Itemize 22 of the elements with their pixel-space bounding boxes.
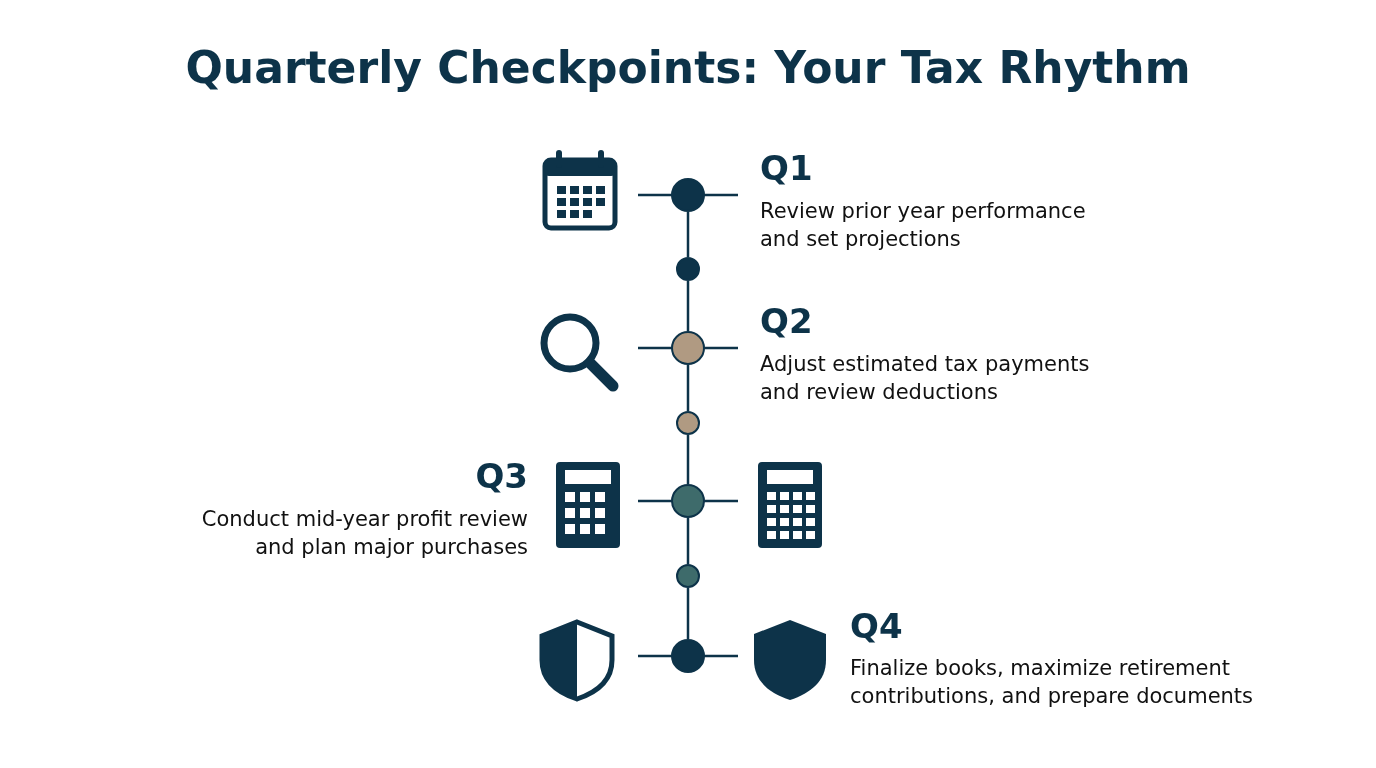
timeline-dot [676, 257, 700, 281]
timeline-line [686, 365, 690, 411]
quarter-heading: Q2 [760, 301, 814, 341]
timeline-dot [671, 331, 705, 365]
timeline-dot [671, 639, 705, 673]
quarter-description: Conduct mid-year profit review and plan major purchases [200, 506, 528, 561]
quarter-heading: Q1 [760, 148, 814, 188]
timeline-dot [671, 484, 705, 518]
quarter-heading: Q4 [850, 606, 904, 646]
quarter-description: Adjust estimated tax payments and review deductions [760, 351, 1091, 406]
timeline-line [686, 281, 690, 331]
timeline-line [686, 435, 690, 484]
quarter-description: Finalize books, maximize retirement contributions, and prepare documents [850, 655, 1255, 710]
timeline-dot [676, 411, 700, 435]
timeline-line [686, 588, 690, 639]
timeline-line [686, 518, 690, 564]
timeline-line [686, 212, 690, 257]
title: Quarterly Checkpoints: Your Tax Rhythm [184, 42, 1192, 93]
timeline-dot [671, 178, 705, 212]
quarter-heading: Q3 [474, 456, 528, 496]
timeline-dot [676, 564, 700, 588]
quarter-description: Review prior year performance and set projections [760, 198, 1087, 253]
